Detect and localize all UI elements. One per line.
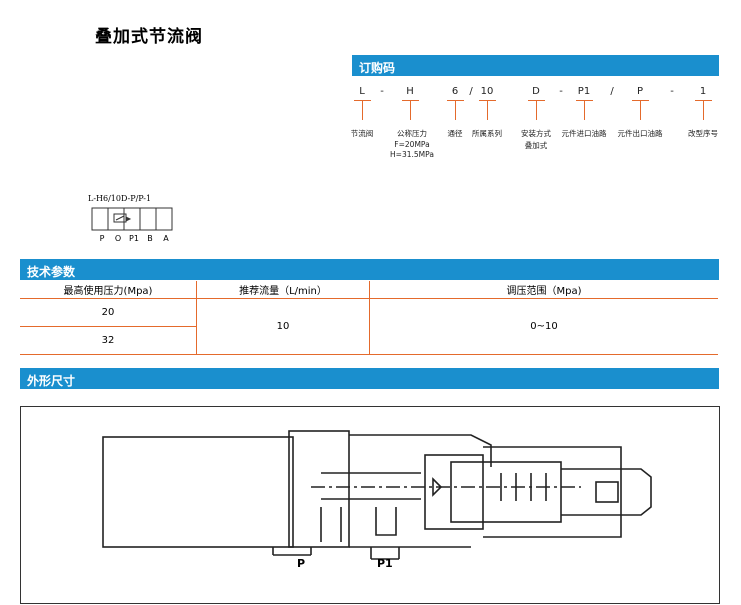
pressure-cell: 20: [20, 298, 197, 327]
order-code-note: H=31.5MPa: [390, 150, 434, 159]
header-pressure: 最高使用压力(Mpa): [20, 281, 197, 299]
order-code-separator: /: [610, 86, 614, 97]
header-range: 调压范围（Mpa): [369, 281, 718, 299]
order-code-header: 订购码: [352, 55, 719, 76]
port-label-p: P: [297, 557, 306, 570]
order-code-char: L: [359, 86, 365, 97]
order-code-label: 元件出口油路: [617, 129, 663, 138]
order-code-label: 元件进口油路: [561, 129, 607, 138]
dimensions-heading: 外形尺寸: [27, 374, 76, 388]
order-code-connector-cap: [447, 100, 464, 101]
tech-params-header: 技术参数: [20, 259, 719, 280]
symbol-port-label: A: [163, 234, 169, 243]
dimension-drawing-frame: P P1: [20, 406, 720, 604]
order-code-separator: -: [670, 86, 674, 97]
order-code-char: 10: [480, 86, 494, 97]
order-code-connector: [536, 100, 537, 120]
order-code-connector-cap: [576, 100, 593, 101]
order-code-connector-cap: [632, 100, 649, 101]
order-code-note: 叠加式: [524, 141, 548, 150]
dimensions-header: 外形尺寸: [20, 368, 719, 389]
order-code-char: H: [406, 86, 414, 97]
order-code-connector-cap: [528, 100, 545, 101]
order-code-label: 节流阀: [350, 129, 374, 138]
symbol-port-label: O: [114, 234, 122, 243]
order-code-separator: -: [380, 86, 384, 97]
order-code-label: 通径: [447, 129, 463, 138]
order-code-char: 1: [699, 86, 707, 97]
range-cell: 0~10: [369, 298, 718, 355]
symbol-port-label: B: [147, 234, 153, 243]
symbol-port-label: P: [99, 234, 105, 243]
order-code-separator: /: [469, 86, 473, 97]
order-code-connector-cap: [402, 100, 419, 101]
order-code-connector: [640, 100, 641, 120]
order-code-separator: -: [559, 86, 563, 97]
tech-params-heading: 技术参数: [27, 265, 76, 279]
flow-cell: 10: [196, 298, 370, 355]
order-code-connector: [703, 100, 704, 120]
order-code-char: D: [532, 86, 540, 97]
order-code-char: P1: [577, 86, 591, 97]
symbol-port-label: P1: [129, 234, 139, 243]
order-code-connector: [362, 100, 363, 120]
order-code-label: 所属系列: [472, 129, 502, 138]
order-code-connector: [410, 100, 411, 120]
port-label-p1: P1: [377, 557, 393, 570]
order-code-heading: 订购码: [359, 61, 396, 75]
valve-drawing-icon: [102, 430, 652, 560]
order-code-connector: [584, 100, 585, 120]
order-code-connector: [455, 100, 456, 120]
order-code-label: 改型序号: [688, 129, 718, 138]
order-code-label: 公称压力: [397, 129, 427, 138]
order-code-connector-cap: [479, 100, 496, 101]
tech-params-table: 最高使用压力(Mpa) 推荐流量（L/min） 调压范围（Mpa) 20 10 …: [20, 281, 718, 355]
header-flow: 推荐流量（L/min）: [196, 281, 370, 299]
symbol-model: L-H6/10D-P/P-1: [88, 194, 152, 203]
order-code-label: 安装方式: [521, 129, 551, 138]
order-code-note: F=20MPa: [394, 140, 430, 149]
pressure-cell: 32: [20, 326, 197, 355]
page-title: 叠加式节流阀: [95, 27, 203, 47]
order-code-char: P: [636, 86, 644, 97]
order-code-connector-cap: [695, 100, 712, 101]
valve-symbol-icon: [91, 207, 173, 231]
order-code-connector-cap: [354, 100, 371, 101]
order-code-connector: [487, 100, 488, 120]
order-code-char: 6: [451, 86, 459, 97]
